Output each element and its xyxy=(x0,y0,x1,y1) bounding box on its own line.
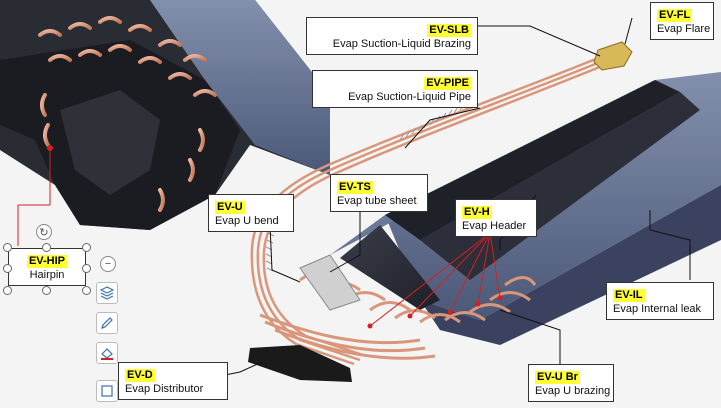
callout-code: EV-D xyxy=(125,369,155,382)
square-icon xyxy=(100,384,114,398)
callout-desc: Evap Internal leak xyxy=(613,303,707,316)
fill-icon xyxy=(100,346,114,360)
callout-ev-ts[interactable]: EV-TS Evap tube sheet xyxy=(330,174,428,212)
rotate-icon: ↻ xyxy=(39,226,48,239)
callout-desc: Evap Distributor xyxy=(125,383,221,396)
callout-code: EV-H xyxy=(462,206,492,219)
callout-desc: Evap Header xyxy=(462,220,530,233)
selection-handle-ml[interactable] xyxy=(3,264,12,273)
callout-ev-d[interactable]: EV-D Evap Distributor xyxy=(118,362,228,400)
callout-code: EV-PIPE xyxy=(424,77,471,90)
selection-handle-tl[interactable] xyxy=(3,243,12,252)
minus-icon: − xyxy=(105,258,111,270)
selection-handle-bl[interactable] xyxy=(3,286,12,295)
pen-button[interactable] xyxy=(96,312,118,334)
callout-ev-il[interactable]: EV-IL Evap Internal leak xyxy=(606,282,714,320)
callout-ev-h[interactable]: EV-H Evap Header xyxy=(455,199,537,237)
callout-desc: Evap U brazing xyxy=(535,385,607,398)
pen-icon xyxy=(100,316,114,330)
selection-handle-bc[interactable] xyxy=(42,286,51,295)
selection-handle-tr[interactable] xyxy=(82,243,91,252)
callout-ev-slb[interactable]: EV-SLB Evap Suction-Liquid Brazing xyxy=(306,17,478,55)
callout-code: EV-U Br xyxy=(535,371,580,384)
callout-code: EV-TS xyxy=(337,181,373,194)
selection-handle-mr[interactable] xyxy=(82,264,91,273)
callout-desc: Evap tube sheet xyxy=(337,195,421,208)
callout-desc: Evap U bend xyxy=(215,215,287,228)
callout-ev-u[interactable]: EV-U Evap U bend xyxy=(208,194,294,232)
collapse-button[interactable]: − xyxy=(100,256,116,272)
rotate-handle[interactable]: ↻ xyxy=(36,224,52,240)
callout-ev-u-br[interactable]: EV-U Br Evap U brazing xyxy=(528,364,614,402)
callout-desc: Hairpin xyxy=(15,269,79,282)
callout-code: EV-FL xyxy=(657,9,692,22)
callout-ev-pipe[interactable]: EV-PIPE Evap Suction-Liquid Pipe xyxy=(312,70,478,108)
layers-icon xyxy=(100,286,114,300)
callout-ev-fl[interactable]: EV-FL Evap Flare xyxy=(650,2,714,40)
callout-code: EV-U xyxy=(215,201,245,214)
layers-button[interactable] xyxy=(96,282,118,304)
callout-desc: Evap Flare xyxy=(657,23,707,36)
selection-handle-br[interactable] xyxy=(82,286,91,295)
callout-code: EV-SLB xyxy=(427,24,471,37)
callout-code: EV-HIP xyxy=(27,255,67,268)
shape-button[interactable] xyxy=(96,380,118,402)
selection-handle-tc[interactable] xyxy=(42,243,51,252)
fill-button[interactable] xyxy=(96,342,118,364)
callout-code: EV-IL xyxy=(613,289,645,302)
callout-desc: Evap Suction-Liquid Pipe xyxy=(319,91,471,104)
callout-ev-hip[interactable]: EV-HIP Hairpin xyxy=(8,248,86,286)
callout-desc: Evap Suction-Liquid Brazing xyxy=(313,38,471,51)
